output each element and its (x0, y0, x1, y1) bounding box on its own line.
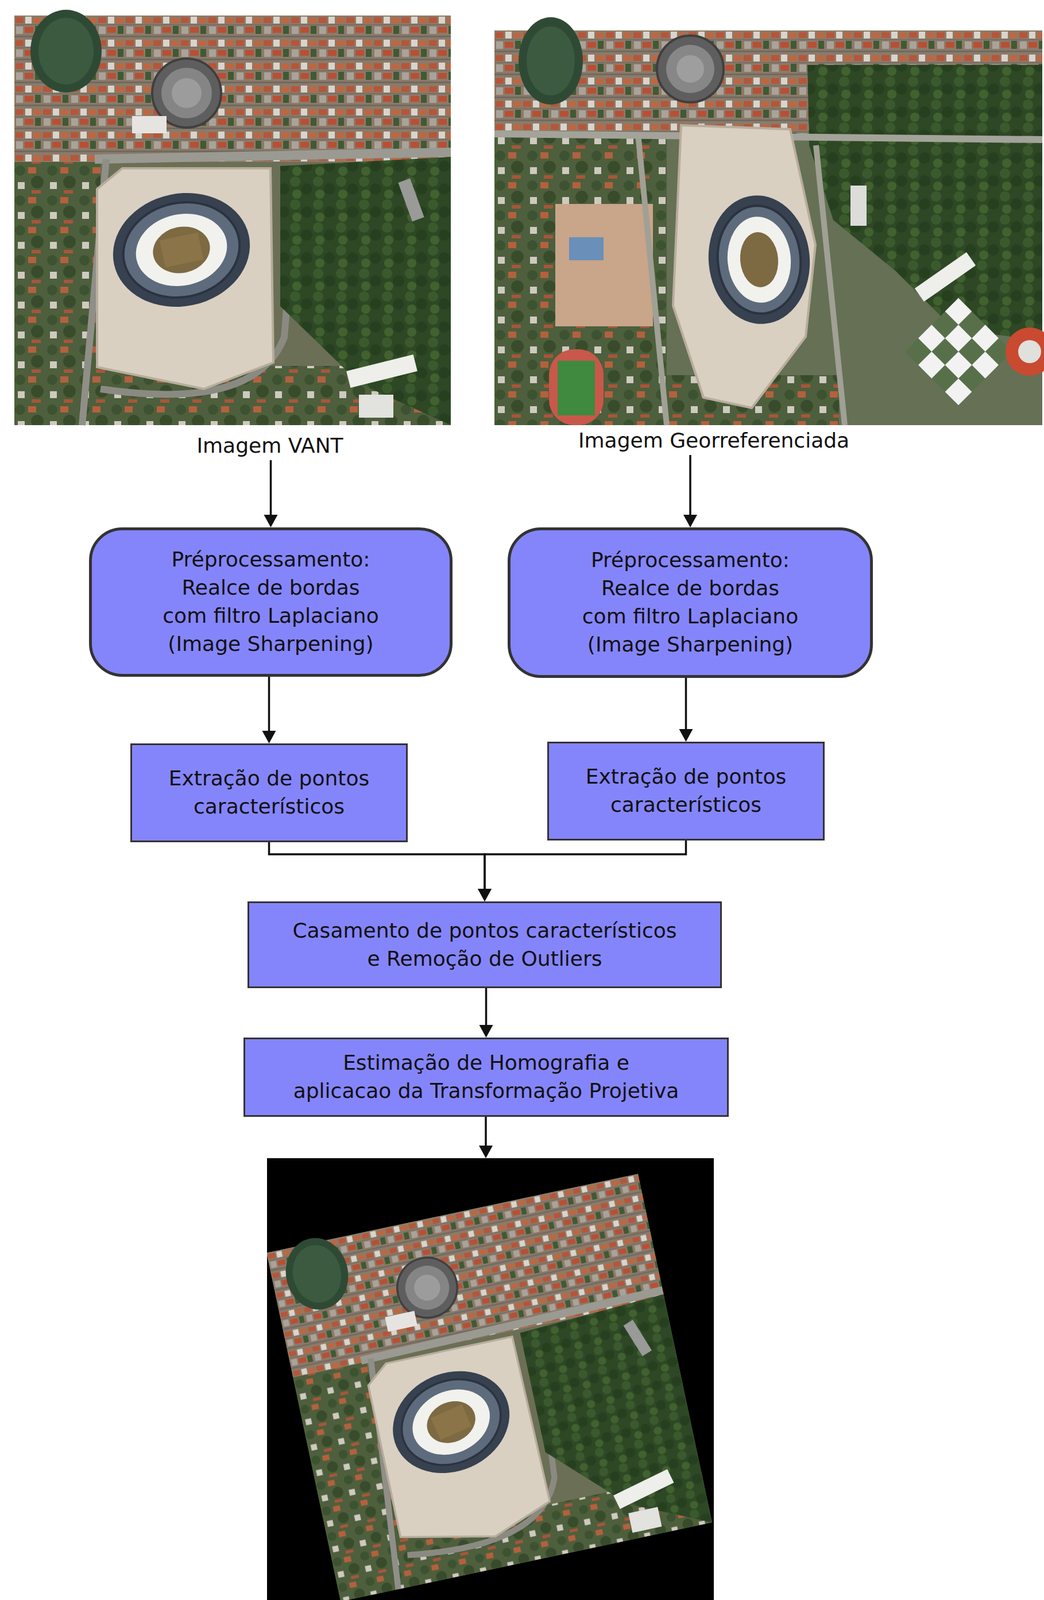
image-caption: Imagem VANT (97, 431, 443, 460)
caption-text: Imagem VANT (196, 431, 343, 460)
connector-line (689, 454, 692, 516)
connector-line (269, 841, 486, 890)
georef-image (494, 17, 1044, 425)
arrowhead (477, 888, 492, 902)
connector (269, 841, 493, 902)
connector (264, 459, 278, 528)
connector-line (269, 459, 273, 516)
connector-line (268, 676, 271, 732)
connector (683, 454, 698, 528)
process-box: Extração de pontos característicos (130, 743, 408, 842)
box-text: Casamento de pontos característicos e Re… (256, 916, 714, 973)
arrowhead (264, 514, 278, 528)
box-text: Préprocessamento: Realce de bordas com f… (550, 546, 830, 659)
connector (679, 677, 694, 742)
connector (479, 987, 494, 1038)
box-text: Estimação de Homografia e aplicacao da T… (252, 1048, 721, 1105)
output-arrow (478, 1116, 493, 1158)
box-text: Préprocessamento: Realce de bordas com f… (132, 545, 410, 659)
process-box: Estimação de Homografia e aplicacao da T… (243, 1037, 729, 1117)
image-caption: Imagem Georreferenciada (541, 426, 887, 455)
process-box-rounded: Préprocessamento: Realce de bordas com f… (89, 527, 453, 677)
connector-line (685, 677, 688, 730)
arrowhead (683, 514, 698, 528)
arrowhead (679, 728, 694, 742)
output-image (265, 1157, 714, 1600)
process-box: Casamento de pontos característicos e Re… (247, 901, 722, 988)
connector-line (485, 987, 488, 1026)
process-box: Extração de pontos característicos (547, 741, 825, 841)
vant-image (14, 9, 451, 425)
box-text: Extração de pontos característicos (555, 762, 817, 819)
box-text: Extração de pontos característicos (138, 764, 400, 821)
arrowhead (477, 888, 492, 902)
caption-text: Imagem Georreferenciada (578, 426, 850, 455)
connector (477, 840, 687, 902)
connector-line (484, 840, 687, 890)
arrowhead (479, 1024, 494, 1038)
process-box-rounded: Préprocessamento: Realce de bordas com f… (507, 527, 873, 678)
connector (262, 676, 277, 744)
arrowhead (262, 730, 277, 744)
